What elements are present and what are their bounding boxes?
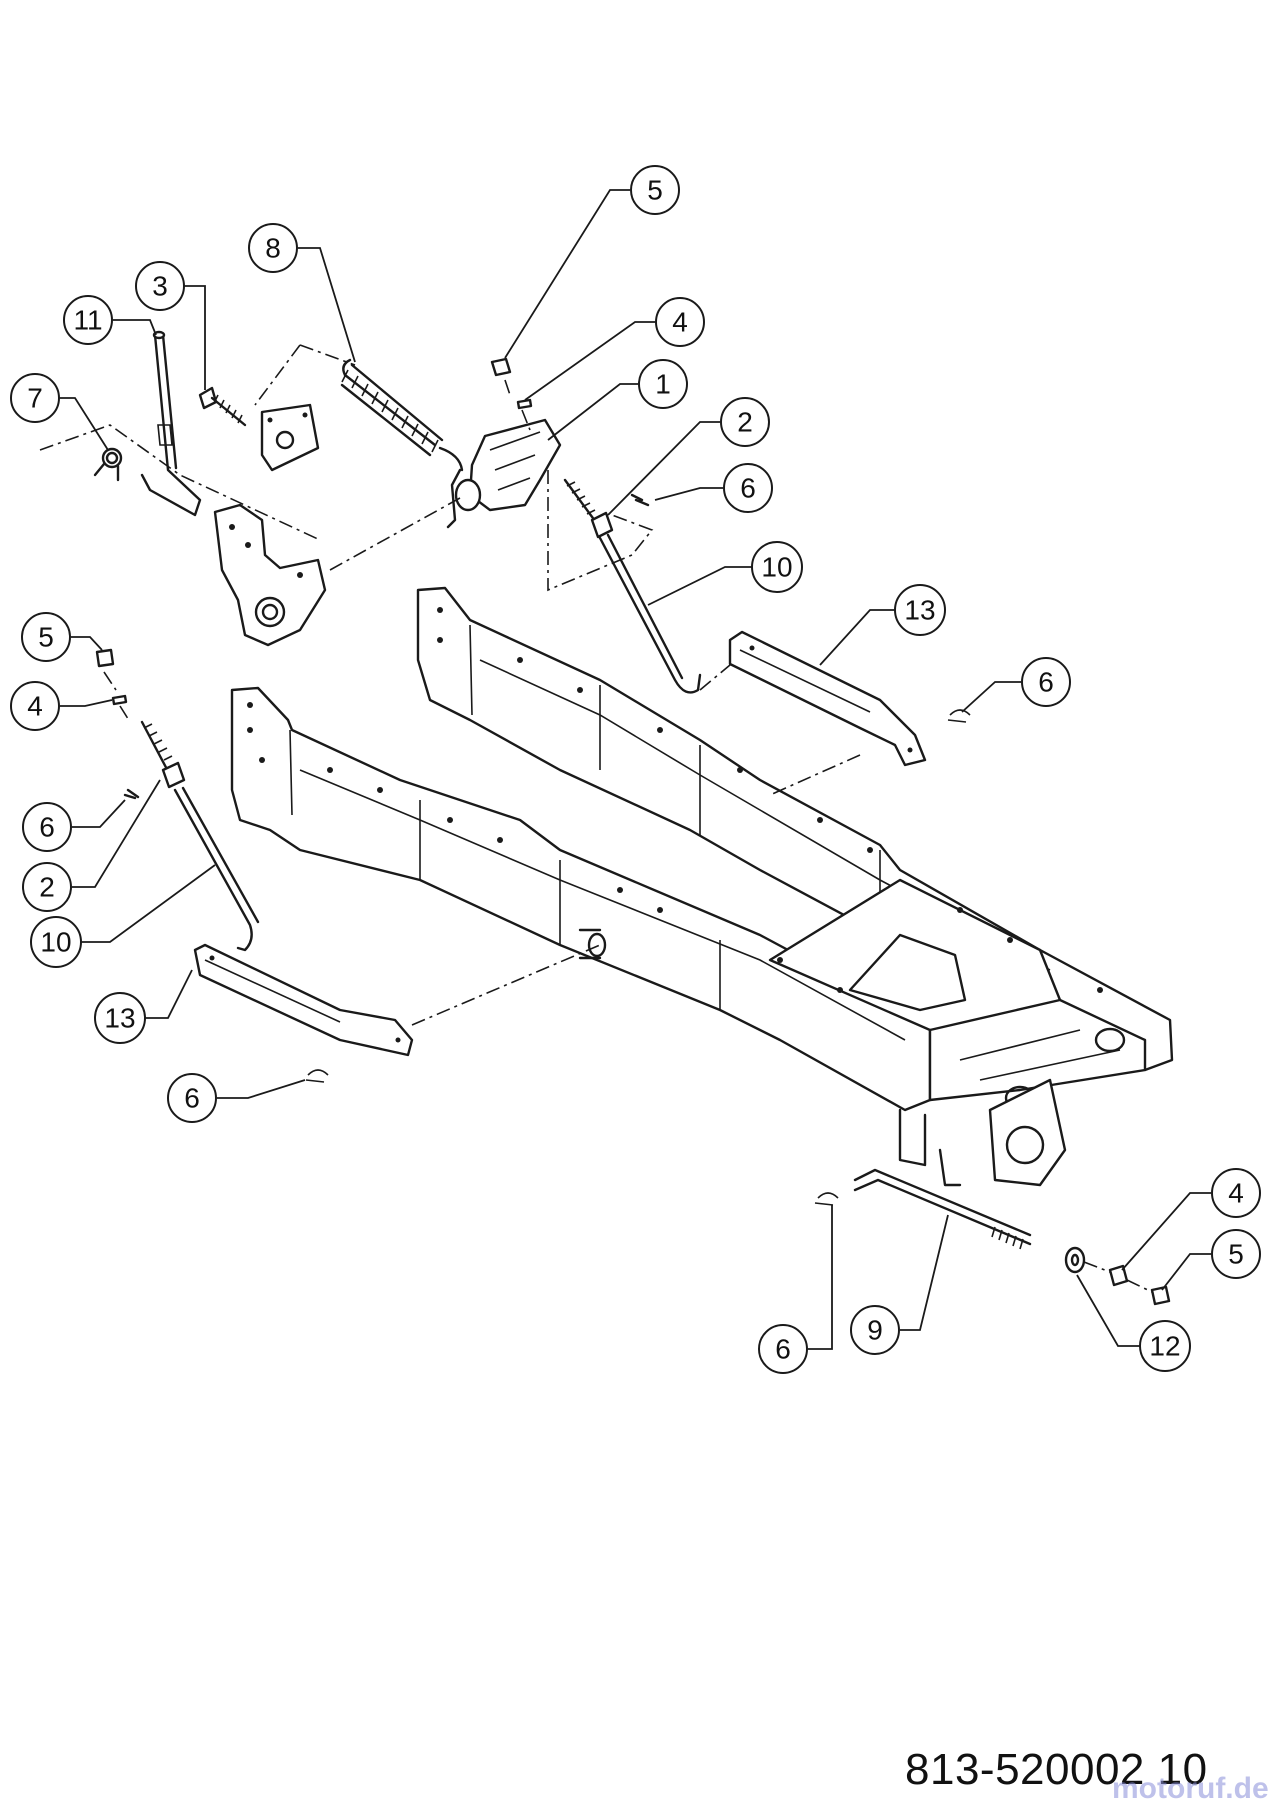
watermark-logo: motoruf.de	[1112, 1772, 1269, 1805]
rear-nuts	[1108, 1264, 1171, 1306]
callout-6-bottom-left: 6	[167, 1073, 306, 1123]
svg-text:6: 6	[740, 473, 756, 504]
svg-text:6: 6	[775, 1334, 791, 1365]
left-hanger-bar	[193, 943, 414, 1083]
callout-9: 9	[850, 1214, 949, 1355]
frame-holes	[247, 607, 1103, 993]
mounting-plate	[260, 403, 320, 472]
svg-text:5: 5	[647, 175, 663, 206]
callout-6-rear: 6	[758, 1205, 833, 1374]
callout-13-left: 13	[94, 969, 193, 1044]
rear-rod	[814, 1168, 1032, 1250]
callout-13-top: 13	[819, 584, 946, 666]
svg-text:10: 10	[761, 552, 792, 583]
svg-text:2: 2	[39, 872, 55, 903]
callout-3: 3	[135, 261, 206, 390]
callout-2-top: 2	[607, 397, 770, 516]
callout-6-right: 6	[961, 657, 1071, 713]
svg-text:4: 4	[672, 307, 688, 338]
upper-nut-washer	[490, 357, 533, 410]
callout-4-rear: 4	[1121, 1168, 1261, 1271]
torsion-spring	[93, 447, 123, 482]
callout-12: 12	[1076, 1274, 1191, 1372]
svg-text:6: 6	[184, 1083, 200, 1114]
svg-text:3: 3	[152, 271, 168, 302]
lever-bracket	[213, 503, 327, 647]
svg-text:2: 2	[737, 407, 753, 438]
svg-text:13: 13	[904, 595, 935, 626]
drawing-number: 813-520002 10	[905, 1745, 1208, 1794]
callout-2-left: 2	[22, 779, 161, 912]
carriage-bolt	[198, 386, 247, 427]
svg-text:5: 5	[1228, 1239, 1244, 1270]
assembly-lines	[39, 344, 1153, 1293]
callout-5-top: 5	[504, 165, 680, 359]
lever-rod	[140, 330, 202, 517]
callout-10-top: 10	[647, 541, 803, 606]
svg-text:1: 1	[655, 369, 671, 400]
callout-6-left: 6	[22, 799, 126, 852]
callout-5-left: 5	[21, 612, 103, 662]
callouts: 5 4 1 2 6 10 8	[10, 165, 1261, 1374]
svg-text:11: 11	[73, 305, 102, 336]
svg-text:6: 6	[1038, 667, 1054, 698]
callout-10-left: 10	[30, 864, 216, 968]
svg-text:4: 4	[1228, 1178, 1244, 1209]
callout-11: 11	[63, 295, 157, 345]
upper-hanger-bar	[728, 630, 971, 767]
rear-washer	[1064, 1246, 1086, 1274]
svg-text:9: 9	[867, 1315, 883, 1346]
svg-text:10: 10	[40, 927, 71, 958]
upper-threaded-rod	[563, 478, 702, 694]
callout-4-left: 4	[10, 681, 113, 731]
callout-6-top: 6	[654, 463, 773, 513]
svg-text:4: 4	[27, 691, 43, 722]
left-threaded-rod	[123, 720, 260, 952]
svg-text:5: 5	[38, 622, 54, 653]
svg-text:13: 13	[104, 1003, 135, 1034]
callout-8: 8	[248, 223, 356, 363]
svg-text:8: 8	[265, 233, 281, 264]
chassis-frame	[230, 586, 1174, 1187]
svg-text:7: 7	[27, 383, 43, 414]
left-nut-washer	[95, 648, 128, 706]
svg-text:6: 6	[39, 812, 55, 843]
callout-4-top: 4	[524, 297, 705, 401]
callout-1: 1	[547, 359, 688, 441]
extension-spring	[340, 358, 464, 472]
svg-text:12: 12	[1149, 1331, 1180, 1362]
callout-7: 7	[10, 373, 109, 451]
callout-5-rear: 5	[1161, 1229, 1261, 1291]
pivot-arm	[446, 418, 562, 529]
